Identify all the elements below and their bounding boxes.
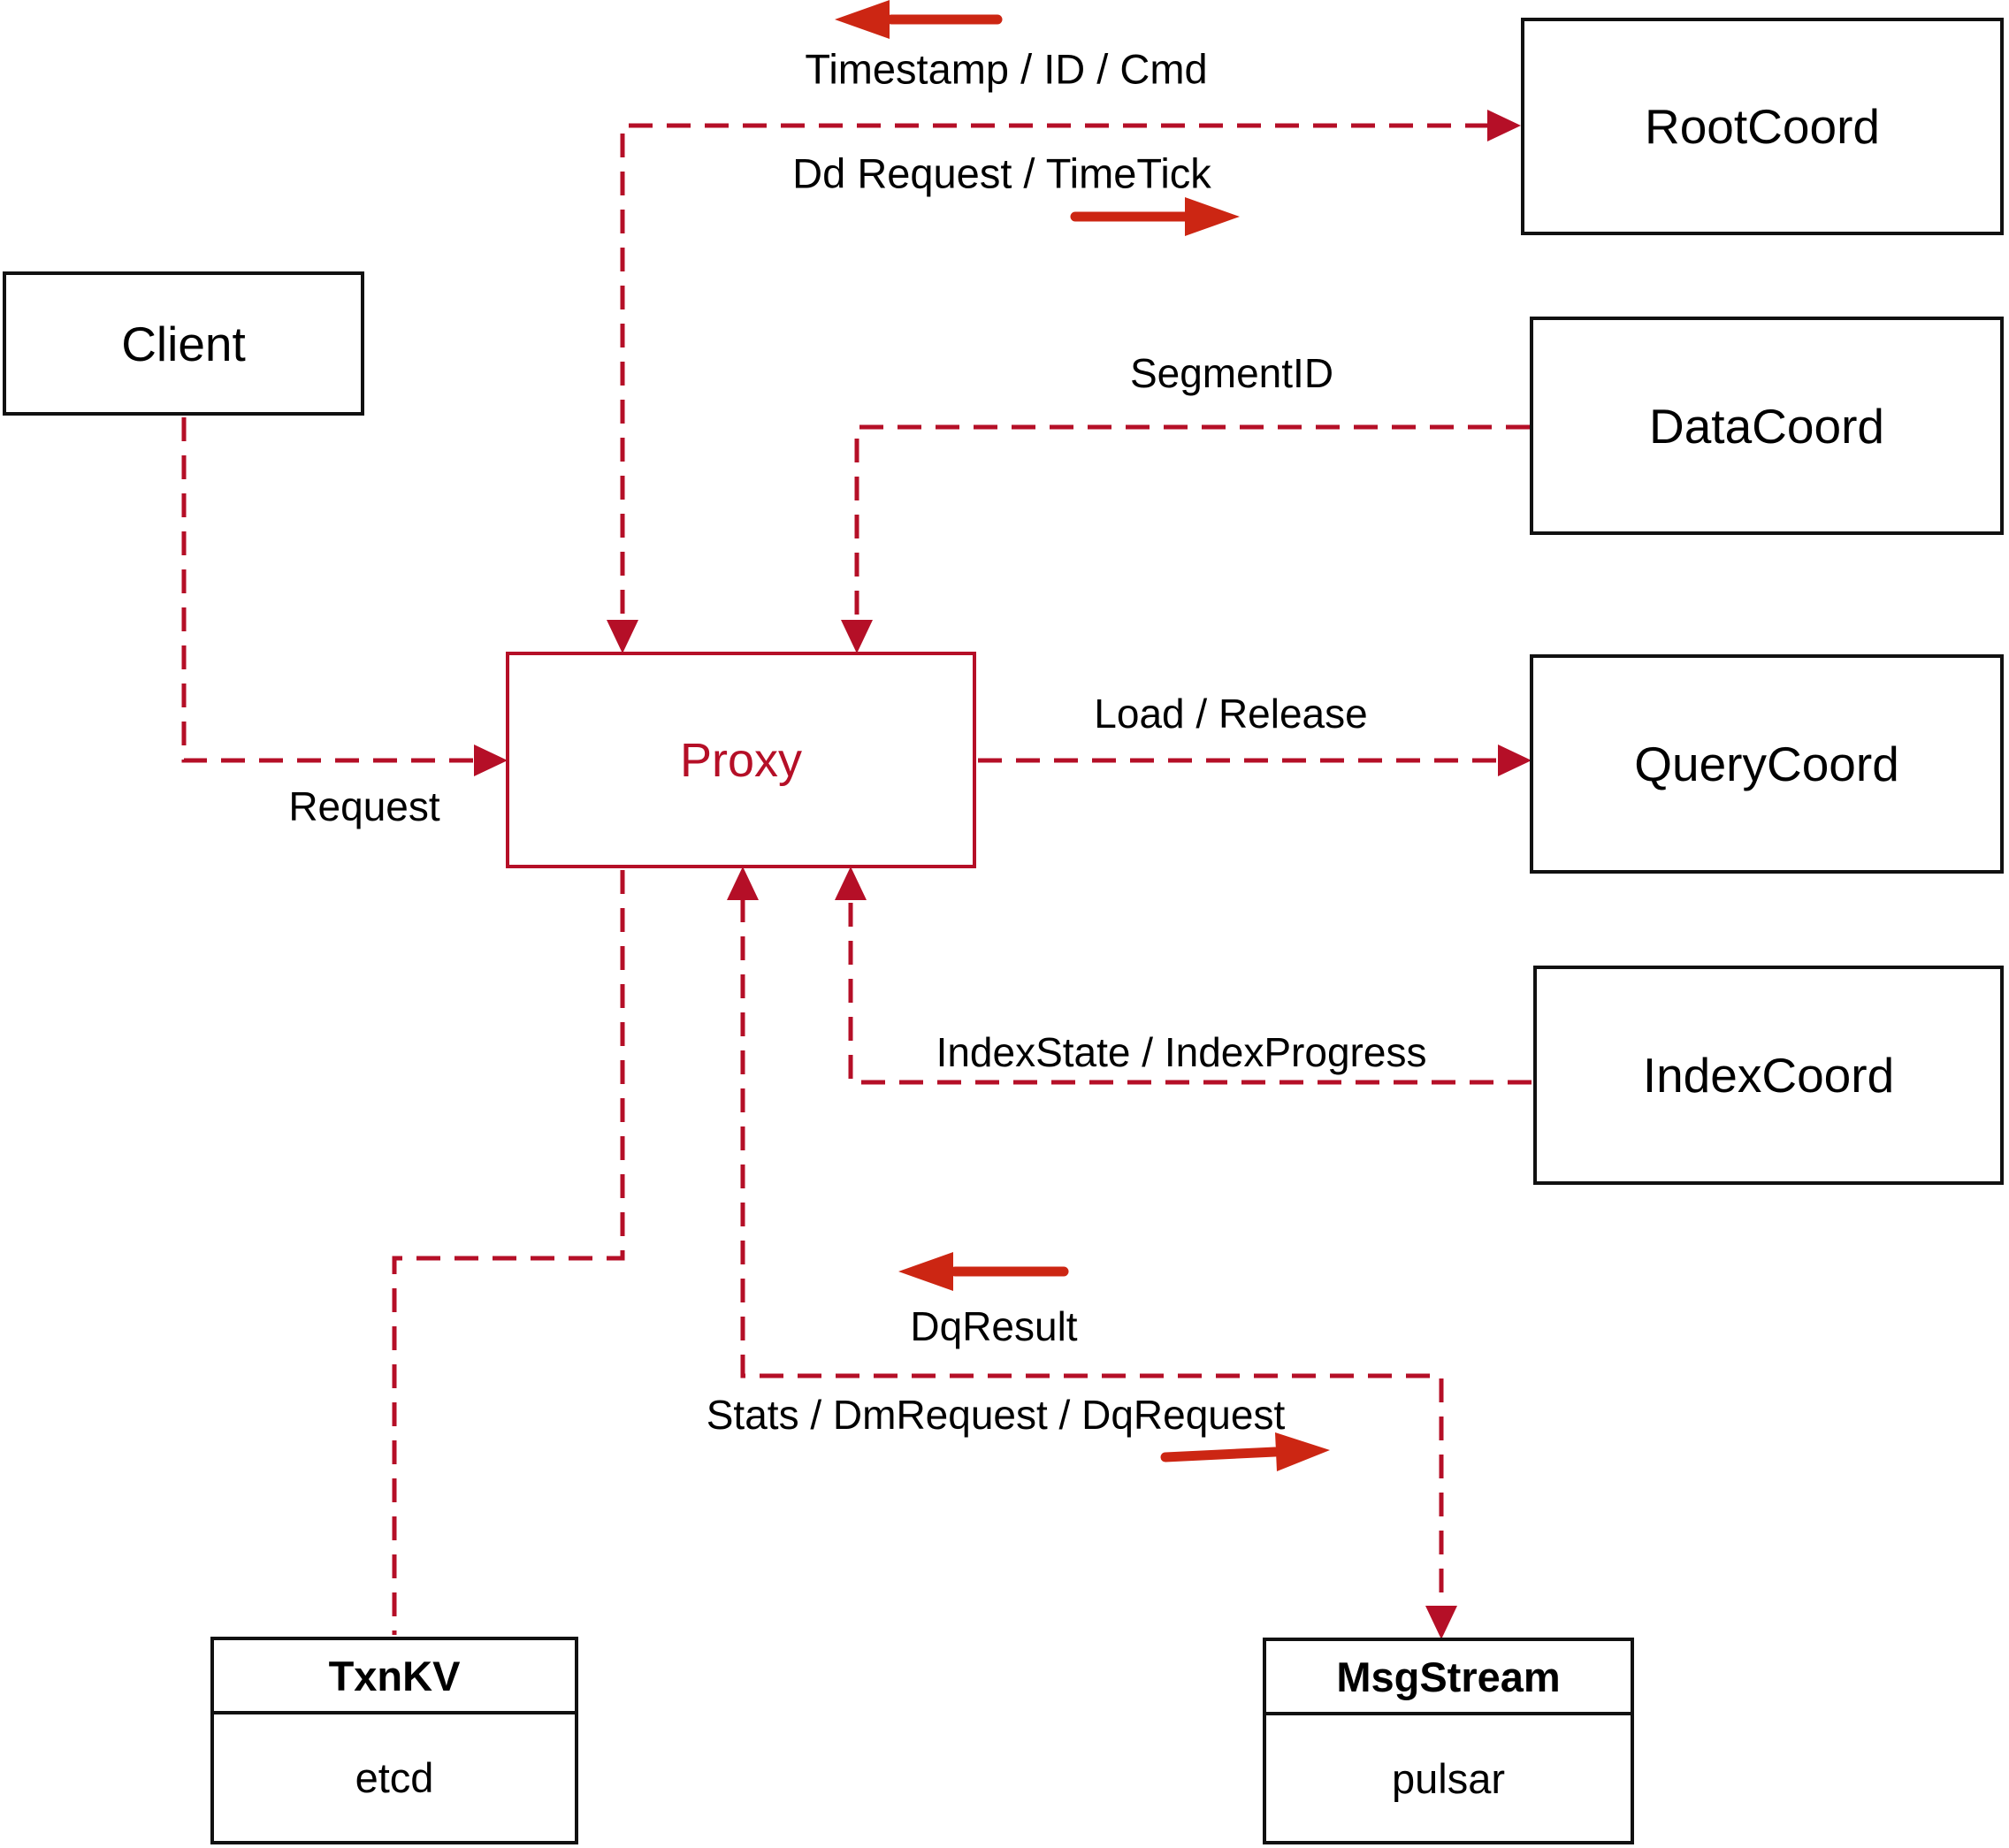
node-client: Client bbox=[3, 271, 364, 416]
arrowhead-into-proxy-left-icon bbox=[474, 745, 508, 776]
arrowhead-into-msgstream-icon bbox=[1425, 1606, 1457, 1639]
arrowhead-into-proxy-bottom-right-icon bbox=[835, 867, 867, 900]
node-msgstream: MsgStream pulsar bbox=[1263, 1638, 1634, 1844]
node-datacoord-label: DataCoord bbox=[1649, 398, 1884, 454]
edge-label-index-state-progress: IndexState / IndexProgress bbox=[936, 1029, 1427, 1075]
edge-proxy-msgstream-line bbox=[740, 898, 1444, 1607]
edge-proxy-rootcoord-line bbox=[620, 123, 1489, 631]
arrowhead-into-rootcoord-icon bbox=[1487, 110, 1521, 141]
direction-arrow-left-dqresult-icon bbox=[898, 1252, 1069, 1291]
edge-proxy-rootcoord bbox=[607, 110, 1521, 653]
arrowhead-into-proxy-top-right-icon bbox=[841, 620, 873, 653]
edge-proxy-txnkv-line bbox=[392, 870, 625, 1635]
node-rootcoord: RootCoord bbox=[1521, 18, 2004, 235]
node-txnkv-title: TxnKV bbox=[214, 1640, 575, 1714]
edge-datacoord-proxy-line bbox=[854, 424, 1530, 631]
node-msgstream-subtitle: pulsar bbox=[1391, 1754, 1505, 1802]
direction-arrow-left-timestamp-icon bbox=[835, 0, 1003, 39]
edge-proxy-msgstream bbox=[727, 867, 1457, 1639]
node-txnkv: TxnKV etcd bbox=[210, 1637, 578, 1844]
arrowhead-into-proxy-top-left-icon bbox=[607, 620, 638, 653]
node-client-label: Client bbox=[121, 316, 246, 371]
edge-label-dq-result: DqResult bbox=[910, 1303, 1078, 1349]
edge-indexcoord-proxy bbox=[835, 867, 1532, 1085]
edge-client-proxy bbox=[181, 417, 508, 776]
node-datacoord: DataCoord bbox=[1530, 317, 2004, 535]
edge-label-load-release: Load / Release bbox=[1094, 691, 1368, 737]
direction-arrow-right-stats-icon bbox=[1160, 1432, 1330, 1471]
node-msgstream-title: MsgStream bbox=[1266, 1641, 1631, 1715]
edge-indexcoord-proxy-line bbox=[848, 898, 1532, 1085]
node-indexcoord: IndexCoord bbox=[1533, 966, 2004, 1185]
edge-label-stats-dm-dq: Stats / DmRequest / DqRequest bbox=[706, 1392, 1286, 1438]
node-querycoord-label: QueryCoord bbox=[1634, 737, 1899, 791]
edge-label-request: Request bbox=[288, 783, 440, 829]
arrowhead-into-proxy-bottom-left-icon bbox=[727, 867, 759, 900]
edge-proxy-querycoord bbox=[978, 745, 1532, 776]
node-indexcoord-label: IndexCoord bbox=[1642, 1048, 1895, 1103]
edge-label-timestamp-id-cmd: Timestamp / ID / Cmd bbox=[805, 45, 1208, 93]
node-querycoord: QueryCoord bbox=[1530, 654, 2004, 874]
edge-datacoord-proxy bbox=[841, 424, 1530, 653]
direction-arrow-right-ddrequest-icon bbox=[1070, 197, 1240, 236]
arrowhead-into-querycoord-icon bbox=[1498, 745, 1532, 776]
node-txnkv-subtitle: etcd bbox=[355, 1754, 434, 1801]
edge-proxy-txnkv bbox=[392, 870, 625, 1635]
node-rootcoord-label: RootCoord bbox=[1645, 99, 1880, 154]
node-proxy: Proxy bbox=[506, 652, 976, 868]
edge-label-dd-request-timetick: Dd Request / TimeTick bbox=[792, 149, 1211, 197]
edge-label-segment-id: SegmentID bbox=[1129, 350, 1334, 396]
node-proxy-label: Proxy bbox=[679, 733, 803, 787]
edge-client-proxy-line bbox=[181, 417, 476, 763]
